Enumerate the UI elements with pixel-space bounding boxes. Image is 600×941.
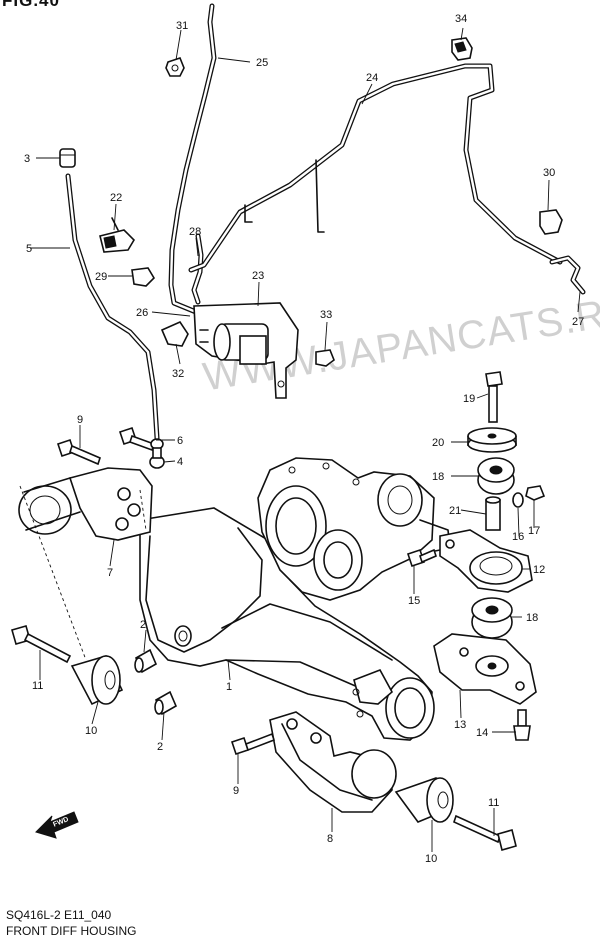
callout-8: 8 [327,833,333,845]
breather-hose-25[interactable] [168,3,217,320]
nut-17[interactable] [525,485,546,501]
union-4[interactable] [149,438,165,469]
callout-10-left: 10 [85,725,97,737]
callout-33: 33 [320,309,332,321]
callout-12: 12 [533,564,545,576]
callout-11-left: 11 [32,680,43,692]
vacuum-pipe-24[interactable] [188,63,563,273]
vacuum-solenoid-23[interactable] [193,302,299,399]
mount-bracket-7[interactable] [18,467,153,541]
callout-29: 29 [95,271,107,283]
collar-21[interactable] [485,496,501,531]
leader-lines [30,27,581,852]
callout-3: 3 [24,153,30,165]
callout-23: 23 [252,270,264,282]
bolt-14[interactable] [513,709,531,741]
callout-9-upper: 9 [77,414,83,426]
callout-21: 21 [449,505,461,517]
callout-27: 27 [572,316,584,328]
cap-3[interactable] [59,148,76,168]
callout-14: 14 [476,727,488,739]
callout-20: 20 [432,437,444,449]
callout-1: 1 [226,681,232,693]
figure-code: SQ416L-2 E11_040 [6,908,112,922]
clip-22[interactable] [99,217,136,253]
washer-20[interactable] [467,427,517,453]
callout-32: 32 [172,368,184,380]
callout-2-upper: 2 [140,619,146,631]
bolt-6[interactable] [118,426,156,452]
callout-7: 7 [107,567,113,579]
callout-19: 19 [463,393,475,405]
callout-30: 30 [543,167,555,179]
figure-name: FRONT DIFF HOUSING [6,924,137,938]
bolt-19[interactable] [485,371,503,423]
clip-29[interactable] [131,267,156,287]
callout-13: 13 [454,719,466,731]
bolt-9-lower[interactable] [230,732,276,756]
bushing-2-upper[interactable] [134,648,158,674]
breather-hose-5[interactable] [65,173,160,441]
callout-25: 25 [256,57,268,69]
bracket-13[interactable] [433,633,537,705]
mount-bracket-8[interactable] [269,711,397,813]
callout-9-lower: 9 [233,785,239,797]
callout-31: 31 [176,20,188,32]
cushion-18-upper[interactable] [477,457,515,495]
bolt-9-upper[interactable] [56,438,101,466]
callout-11-right: 11 [488,797,499,809]
callout-18-lower: 18 [526,612,538,624]
callout-34: 34 [455,13,467,25]
clip-31[interactable] [165,57,185,77]
washer-16[interactable] [512,492,524,508]
clip-34[interactable] [451,37,473,61]
callout-24: 24 [366,72,378,84]
callout-16: 16 [512,531,524,543]
bolt-11-right[interactable] [453,814,517,851]
callout-28: 28 [189,226,201,238]
bracket-12[interactable] [439,529,533,593]
bolt-11-left[interactable] [11,625,72,664]
hose-27[interactable] [549,255,586,295]
bolt-33[interactable] [315,349,335,367]
figure-title: FIG.40 [2,0,60,10]
breather-hose-28[interactable] [191,233,204,305]
fwd-arrow-icon: FWD [35,811,79,839]
callout-22: 22 [110,192,122,204]
callout-4: 4 [177,456,183,468]
bushing-10-left[interactable] [70,655,124,706]
callout-15: 15 [408,595,420,607]
callout-10-right: 10 [425,853,437,865]
callout-26: 26 [136,307,148,319]
bushing-2-lower[interactable] [154,690,178,716]
bolt-15[interactable] [406,548,437,568]
callout-17: 17 [528,525,540,537]
clamp-30[interactable] [539,209,563,235]
callout-18-upper: 18 [432,471,444,483]
diff-housing-1[interactable] [139,507,435,741]
diff-carrier[interactable] [257,457,451,601]
callout-5: 5 [26,243,32,255]
callout-2-lower: 2 [157,741,163,753]
callout-6: 6 [177,435,183,447]
callout-labels: 31 25 34 24 3 30 22 5 28 29 23 26 33 32 … [24,13,584,865]
clip-32[interactable] [160,320,189,347]
bushing-10-right[interactable] [394,777,454,823]
cushion-18-lower[interactable] [471,597,513,639]
